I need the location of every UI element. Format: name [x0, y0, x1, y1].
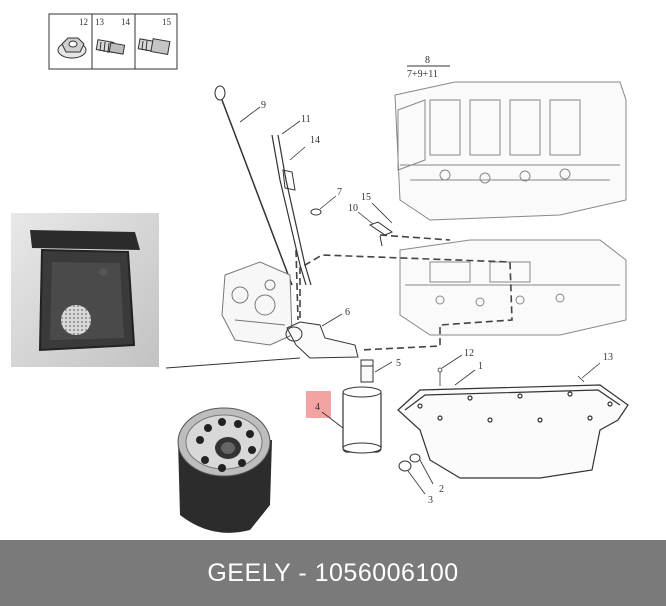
callout-15: 15 — [361, 192, 371, 203]
callout-5: 5 — [396, 358, 401, 369]
dipstick — [214, 85, 293, 286]
callout-6: 6 — [345, 307, 350, 318]
callout-numbers: 1 2 3 4 5 6 7 9 10 11 12 13 14 15 — [261, 100, 613, 506]
callout-1: 1 — [478, 361, 483, 372]
callout-9: 9 — [261, 100, 266, 111]
callout-4: 4 — [315, 402, 320, 413]
tube-bracket — [282, 146, 306, 191]
oil-pipe-fitting — [357, 202, 394, 247]
fastener-label-12: 12 — [79, 17, 88, 27]
engine-block-lower — [399, 239, 627, 336]
flange-nut-icon — [57, 37, 87, 59]
fastener-label-13: 13 — [95, 17, 105, 27]
pickup-photo — [11, 213, 159, 367]
parts-diagram: 12 13 14 15 — [11, 13, 629, 540]
fastener-label-14: 14 — [121, 17, 131, 27]
photo-leader-line — [165, 357, 301, 369]
engine-block-upper — [394, 81, 627, 221]
fastener-label-15: 15 — [162, 17, 172, 27]
oil-pan — [397, 369, 629, 479]
oil-pump-housing — [221, 261, 293, 346]
hex-socket-bolt-icon — [137, 38, 171, 56]
seal-ring — [310, 195, 337, 216]
oil-routing-lines — [295, 234, 513, 351]
banner-text: GEELY - 1056006100 — [207, 558, 459, 587]
callout-14: 14 — [310, 135, 320, 146]
callout-12: 12 — [464, 348, 474, 359]
callout-11: 11 — [301, 114, 311, 125]
flange-bolt-icon — [95, 39, 126, 55]
dipstick-tube — [271, 120, 312, 286]
fastener-box: 12 13 14 15 — [48, 13, 178, 70]
engine-block-number: 8 — [425, 55, 430, 66]
callout-3: 3 — [428, 495, 433, 506]
brand-banner: GEELY - 1056006100 — [0, 540, 666, 606]
callout-2: 2 — [439, 484, 444, 495]
engine-block-label: 8 7+9+11 — [407, 55, 450, 80]
engine-block-formula: 7+9+11 — [407, 69, 438, 80]
filter-bracket — [285, 313, 359, 359]
callout-7: 7 — [337, 187, 342, 198]
oil-filter-diagram — [306, 386, 382, 454]
part-highlight — [306, 391, 331, 418]
drain-plug — [398, 453, 434, 495]
filter-connector — [360, 359, 393, 383]
callout-13: 13 — [603, 352, 613, 363]
oil-filter-photo — [166, 405, 285, 540]
pan-bolts — [437, 354, 601, 386]
callout-10: 10 — [348, 203, 358, 214]
